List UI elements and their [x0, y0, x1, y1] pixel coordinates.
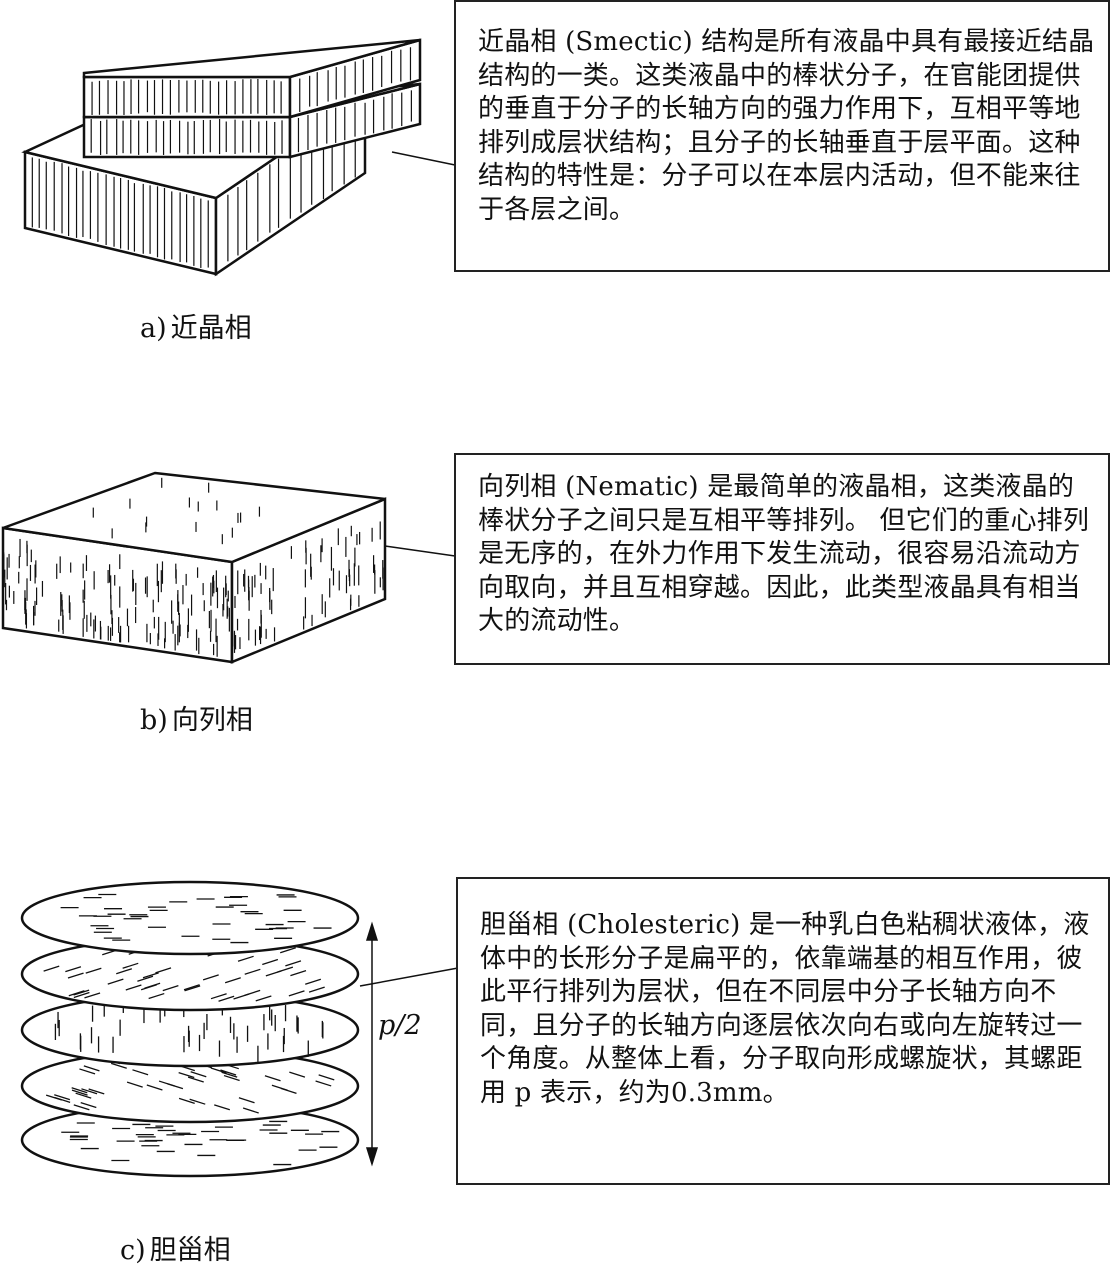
smectic-caption: a)近晶相: [140, 306, 252, 345]
smectic-description-box: 近晶相 (Smectic) 结构是所有液晶中具有最接近结晶结构的一类。这类液晶中…: [454, 0, 1110, 272]
cholesteric-caption-letter: c): [120, 1235, 146, 1266]
cholesteric-molecule: [214, 1104, 231, 1111]
cholesteric-molecule: [132, 1069, 149, 1076]
cholesteric-molecule: [288, 990, 305, 997]
cholesteric-molecule: [71, 1089, 88, 1096]
cholesteric-molecule: [110, 1062, 127, 1069]
cholesteric-caption-name: 胆甾相: [149, 1235, 231, 1266]
cholesteric-molecule: [190, 1071, 207, 1078]
cholesteric-molecule: [148, 992, 165, 1000]
cholesteric-molecule: [238, 1097, 255, 1104]
cholesteric-molecule: [71, 1087, 88, 1094]
cholesteric-caption: c)胆甾相: [120, 1228, 231, 1267]
cholesteric-molecule: [178, 1071, 195, 1079]
cholesteric-molecule: [142, 972, 159, 979]
cholesteric-molecule: [289, 1071, 306, 1078]
pitch-arrow: [365, 921, 379, 1167]
cholesteric-molecule: [221, 1071, 238, 1078]
cholesteric-molecule: [43, 965, 60, 972]
cholesteric-molecule: [67, 972, 84, 979]
cholesteric-molecule: [255, 995, 272, 1002]
cholesteric-molecule: [178, 1097, 195, 1104]
cholesteric-molecule: [126, 1081, 143, 1088]
nematic-leader-line: [384, 545, 456, 557]
cholesteric-discs-diagram: p/2: [20, 880, 459, 1178]
cholesteric-molecule: [280, 947, 296, 954]
cholesteric-molecule: [162, 985, 179, 992]
top-slab-top-face: [82, 38, 421, 79]
cholesteric-molecule: [75, 1092, 92, 1099]
cholesteric-disc: [20, 880, 360, 956]
cholesteric-molecule: [277, 966, 294, 973]
nematic-box-diagram: [1, 471, 456, 664]
cholesteric-molecule: [80, 1101, 97, 1109]
cholesteric-molecule: [122, 962, 139, 969]
cholesteric-molecule: [73, 991, 90, 999]
smectic-layers-diagram: [21, 38, 456, 277]
cholesteric-molecule: [144, 982, 161, 989]
cholesteric-molecule: [83, 1065, 100, 1072]
cholesteric-molecule: [242, 1107, 259, 1114]
smectic-leader-line: [391, 151, 456, 166]
cholesteric-disc-stack: [20, 880, 360, 1178]
cholesteric-molecule: [88, 1088, 105, 1095]
cholesteric-molecule: [84, 992, 101, 999]
cholesteric-molecule: [85, 967, 102, 974]
cholesteric-leader-line: [359, 967, 459, 987]
cholesteric-molecule: [233, 993, 250, 1000]
cholesteric-molecule: [271, 1084, 288, 1091]
cholesteric-molecule: [262, 958, 279, 966]
cholesteric-molecule: [107, 978, 124, 985]
cholesteric-molecule: [68, 990, 85, 997]
cholesteric-molecule: [244, 968, 261, 975]
cholesteric-description-box: 胆甾相 (Cholesteric) 是一种乳白色粘稠状液体，液体中的长形分子是扁…: [456, 877, 1110, 1185]
smectic-top-layer: [82, 38, 422, 119]
cholesteric-molecule: [224, 977, 241, 984]
cholesteric-molecule: [223, 1074, 240, 1082]
cholesteric-molecule: [73, 1104, 90, 1111]
cholesteric-molecule: [184, 985, 201, 992]
cholesteric-molecule: [146, 1084, 163, 1091]
cholesteric-molecule: [183, 984, 200, 991]
cholesteric-molecule: [318, 1074, 335, 1081]
cholesteric-molecule: [202, 974, 219, 981]
cholesteric-molecule: [73, 989, 90, 996]
smectic-caption-letter: a): [140, 313, 167, 344]
cholesteric-molecule: [116, 968, 133, 975]
cholesteric-molecule: [210, 993, 227, 1000]
pitch-label: p/2: [378, 1010, 422, 1041]
cholesteric-molecule: [305, 978, 322, 985]
cholesteric-molecule: [54, 1094, 71, 1101]
smectic-caption-name: 近晶相: [170, 313, 252, 344]
cholesteric-molecule: [54, 1096, 71, 1104]
cholesteric-molecule: [210, 1067, 227, 1074]
cholesteric-description: 胆甾相 (Cholesteric) 是一种乳白色粘稠状液体，液体中的长形分子是扁…: [480, 910, 1090, 1108]
nematic-top-face: [2, 471, 386, 564]
smectic-description: 近晶相 (Smectic) 结构是所有液晶中具有最接近结晶结构的一类。这类液晶中…: [478, 27, 1095, 225]
cholesteric-molecule: [187, 1076, 204, 1083]
cholesteric-molecule: [315, 1080, 332, 1087]
nematic-caption: b)向列相: [140, 698, 253, 737]
nematic-caption-letter: b): [140, 705, 168, 736]
cholesteric-molecule: [285, 960, 302, 967]
cholesteric-molecule: [218, 995, 235, 1002]
cholesteric-molecule: [237, 955, 254, 962]
cholesteric-molecule: [220, 1069, 237, 1076]
cholesteric-molecule: [125, 984, 142, 991]
cholesteric-molecule: [308, 986, 325, 993]
nematic-description-box: 向列相 (Nematic) 是最简单的液晶相，这类液晶的棒状分子之间只是互相平等…: [454, 453, 1110, 665]
cholesteric-molecule: [137, 975, 154, 982]
cholesteric-molecule: [81, 1088, 98, 1095]
cholesteric-molecule: [65, 966, 82, 973]
cholesteric-molecule: [290, 970, 307, 977]
cholesteric-molecule: [167, 1083, 184, 1090]
cholesteric-molecule: [79, 1068, 96, 1075]
nematic-box: [1, 471, 387, 664]
cholesteric-molecule: [155, 967, 172, 974]
nematic-description: 向列相 (Nematic) 是最简单的液晶相，这类液晶的棒状分子之间只是互相平等…: [478, 472, 1090, 636]
cholesteric-molecule: [264, 1075, 281, 1082]
nematic-caption-name: 向列相: [171, 705, 253, 736]
cholesteric-molecule: [189, 1098, 206, 1105]
